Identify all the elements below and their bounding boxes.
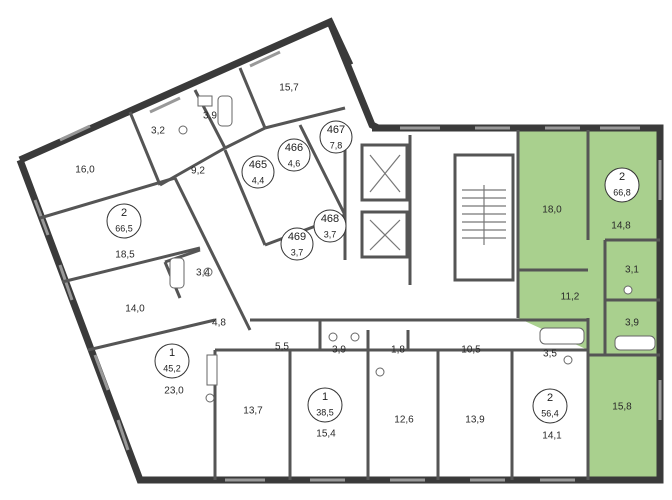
svg-text:7,8: 7,8 xyxy=(330,140,343,150)
svg-text:4,6: 4,6 xyxy=(288,158,301,168)
svg-text:56,4: 56,4 xyxy=(541,408,559,418)
room-area: 11,2 xyxy=(561,292,580,303)
svg-text:3,7: 3,7 xyxy=(324,229,337,239)
unit-badge[interactable]: 465 4,4 xyxy=(241,155,275,189)
room-area: 15,8 xyxy=(612,402,632,413)
room-area: 3,9 xyxy=(203,111,217,122)
room-area: 23,0 xyxy=(164,386,184,397)
svg-text:38,5: 38,5 xyxy=(316,407,334,417)
svg-text:469: 469 xyxy=(288,231,306,243)
room-area: 3,4 xyxy=(196,268,210,279)
room-area: 14,1 xyxy=(542,431,562,442)
room-area: 3,5 xyxy=(543,349,557,360)
svg-text:467: 467 xyxy=(327,124,345,136)
room-area: 15,7 xyxy=(279,83,299,94)
room-area: 14,0 xyxy=(125,304,145,315)
room-area: 18,0 xyxy=(542,205,562,216)
svg-text:1: 1 xyxy=(322,391,328,403)
svg-text:465: 465 xyxy=(249,159,267,171)
svg-text:1: 1 xyxy=(169,347,175,359)
outer-walls xyxy=(16,17,664,484)
svg-text:466: 466 xyxy=(285,142,303,154)
apartment-badges: 2 66,5 1 45,2 1 38,5 2 56,4 2 66,8 xyxy=(106,167,640,424)
unit-badge[interactable]: 466 4,6 xyxy=(277,138,311,172)
svg-text:2: 2 xyxy=(121,207,127,219)
svg-text:66,5: 66,5 xyxy=(115,223,133,233)
room-area: 3,9 xyxy=(332,345,346,356)
right-apartment-walls xyxy=(516,130,660,480)
fixtures xyxy=(169,95,656,403)
svg-text:45,2: 45,2 xyxy=(163,363,181,373)
highlighted-apartment[interactable] xyxy=(518,130,660,478)
unit-badge[interactable]: 467 7,8 xyxy=(319,120,353,154)
room-area: 10,5 xyxy=(461,345,481,356)
unit-badges: 465 4,4 466 4,6 467 7,8 468 3,7 469 3,7 xyxy=(241,120,353,261)
apartment-badge[interactable]: 1 45,2 xyxy=(154,343,190,379)
room-labels: 15,7 3,2 3,9 16,0 9,2 18,5 3,4 14,0 4,8 … xyxy=(75,83,639,442)
core xyxy=(343,135,515,285)
svg-text:2: 2 xyxy=(619,171,625,183)
room-area: 12,6 xyxy=(394,415,414,426)
svg-text:2: 2 xyxy=(547,392,553,404)
room-area: 3,1 xyxy=(625,265,639,276)
unit-badge[interactable]: 469 3,7 xyxy=(280,227,314,261)
apartment-badge[interactable]: 1 38,5 xyxy=(307,387,343,423)
room-area: 9,2 xyxy=(191,166,205,177)
room-area: 1,8 xyxy=(391,345,405,356)
apartment-badge[interactable]: 2 56,4 xyxy=(532,388,568,424)
svg-text:468: 468 xyxy=(321,213,339,225)
room-area: 15,4 xyxy=(316,429,336,440)
svg-text:4,4: 4,4 xyxy=(252,175,265,185)
room-area: 14,8 xyxy=(611,221,631,232)
room-area: 3,2 xyxy=(151,126,165,137)
svg-text:3,7: 3,7 xyxy=(291,247,304,257)
room-area: 16,0 xyxy=(75,165,95,176)
unit-badge[interactable]: 468 3,7 xyxy=(313,209,347,243)
svg-text:66,8: 66,8 xyxy=(613,187,631,197)
room-area: 13,9 xyxy=(465,415,485,426)
stair-steps xyxy=(462,185,506,245)
apartment-badge[interactable]: 2 66,8 xyxy=(604,167,640,203)
windows xyxy=(33,50,662,482)
room-area: 13,7 xyxy=(243,406,263,417)
room-area: 4,8 xyxy=(212,318,226,329)
apartment-badge[interactable]: 2 66,5 xyxy=(106,203,142,239)
left-wing-walls xyxy=(39,67,347,352)
room-area: 5,5 xyxy=(275,342,289,353)
room-area: 3,9 xyxy=(625,318,639,329)
room-area: 18,5 xyxy=(115,250,135,261)
